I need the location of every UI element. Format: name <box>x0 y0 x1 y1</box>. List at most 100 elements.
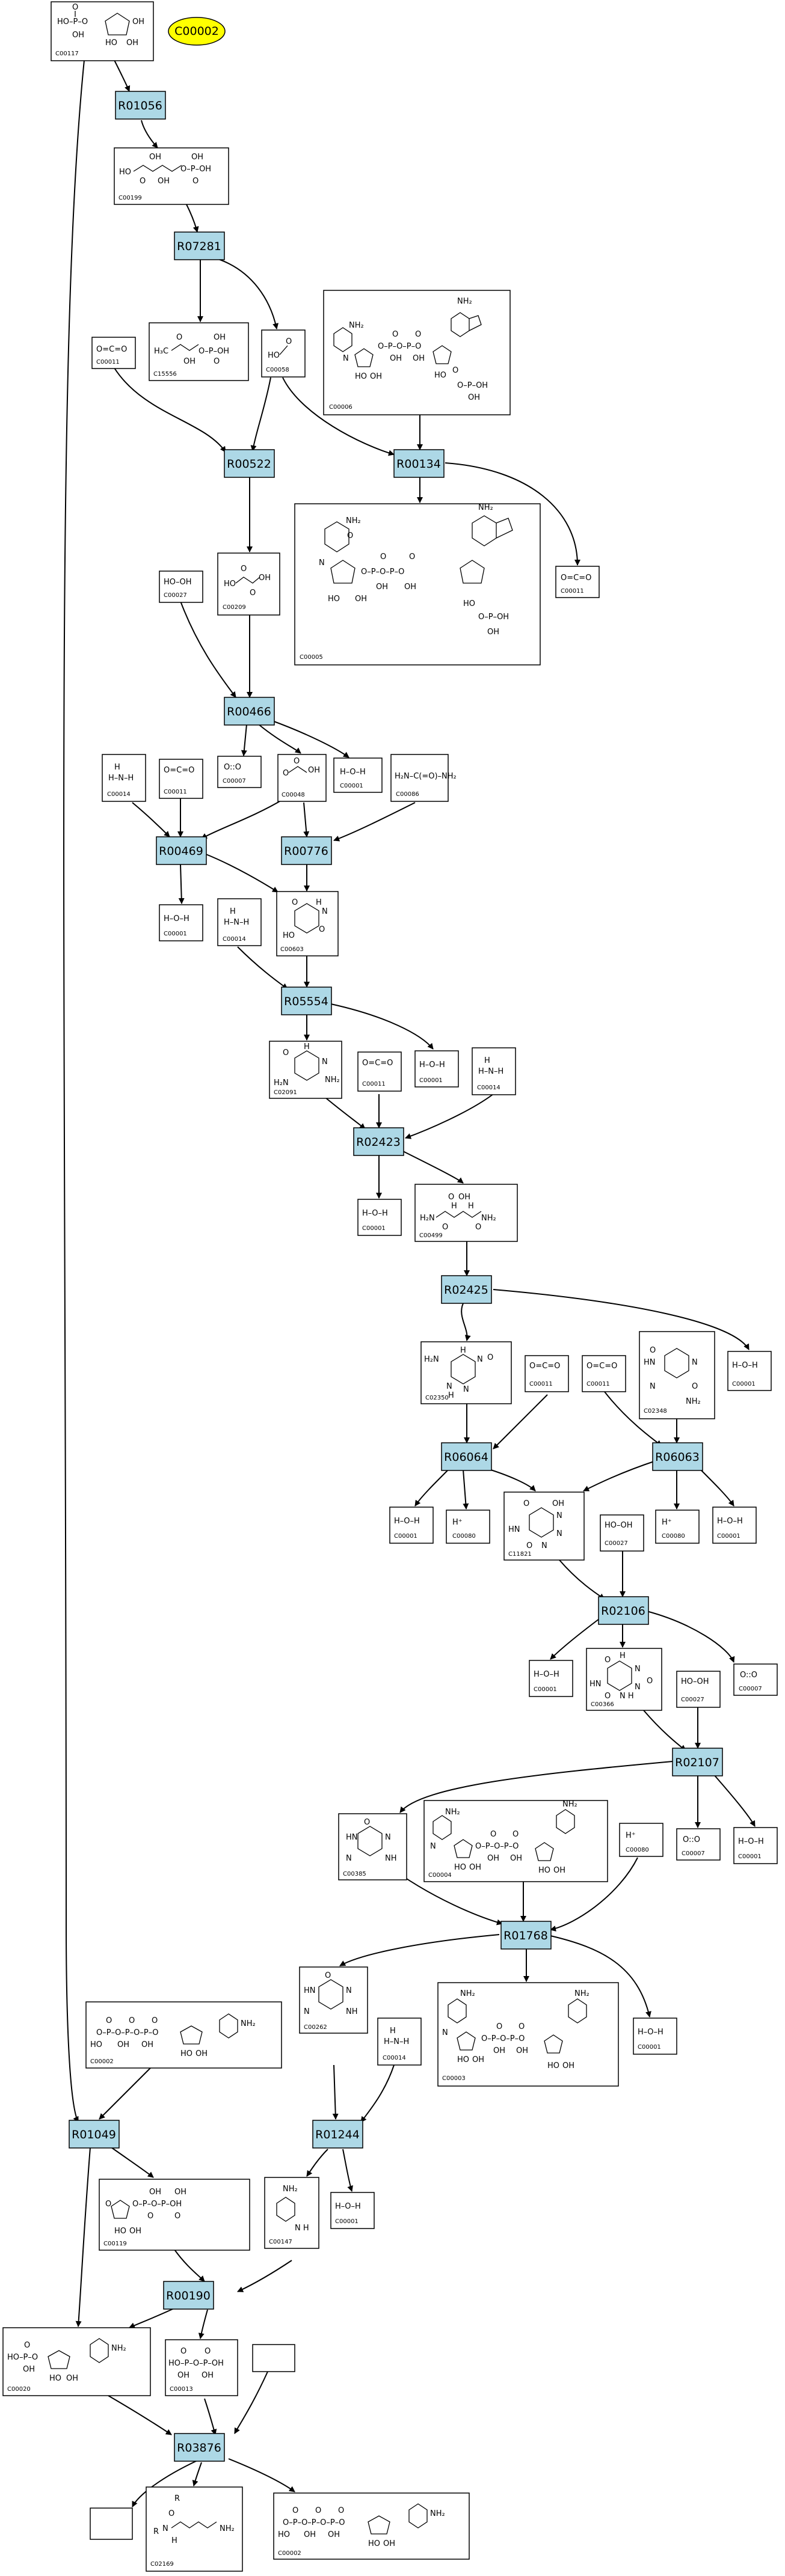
svg-text:H: H <box>171 2536 177 2545</box>
svg-text:OH: OH <box>304 2530 316 2539</box>
compound-id: C00001 <box>419 1077 443 1084</box>
reaction-node-r00776[interactable]: R00776 <box>281 836 332 865</box>
compound-node-c02091[interactable]: OH N H₂N NH₂ C02091 <box>269 1041 342 1099</box>
compound-node-empty[interactable] <box>252 2344 295 2372</box>
compound-node-c00058[interactable]: HO O C00058 <box>261 329 306 378</box>
compound-node-c00080[interactable]: H⁺ C00080 <box>655 1510 700 1544</box>
compound-node-c00011[interactable]: O=C=O C00011 <box>555 566 600 598</box>
compound-node-c00014[interactable]: H H–N–H C00014 <box>102 754 146 802</box>
compound-node-c00001[interactable]: H–O–H C00001 <box>414 1050 459 1088</box>
compound-id: C00004 <box>428 1872 452 1879</box>
reaction-node-r01768[interactable]: R01768 <box>500 1921 552 1950</box>
compound-node-c00080[interactable]: H⁺ C00080 <box>619 1823 663 1857</box>
compound-node-c00007[interactable]: O::O C00007 <box>676 1828 721 1861</box>
compound-node-c00001[interactable]: H–O–H C00001 <box>633 2018 677 2055</box>
compound-node-c00147[interactable]: NH₂ N H C00147 <box>264 2177 319 2249</box>
reaction-node-r01056[interactable]: R01056 <box>115 91 166 120</box>
svg-text:O: O <box>452 366 458 375</box>
reaction-node-r07281[interactable]: R07281 <box>174 231 225 260</box>
svg-text:NH₂: NH₂ <box>445 1808 460 1817</box>
reaction-node-r01049[interactable]: R01049 <box>69 2120 120 2149</box>
reaction-node-r00134[interactable]: R00134 <box>393 449 445 478</box>
reaction-node-r02425[interactable]: R02425 <box>441 1275 492 1304</box>
compound-node-c00014[interactable]: H H–N–H C00014 <box>377 2018 422 2066</box>
compound-node-c00007[interactable]: O::O C00007 <box>733 1663 778 1696</box>
compound-id: C02091 <box>274 1089 297 1096</box>
compound-node-c00001[interactable]: H–O–H C00001 <box>727 1351 772 1391</box>
compound-node-c00011[interactable]: O=C=O C00011 <box>357 1051 402 1092</box>
compound-node-c00011[interactable]: O=C=O C00011 <box>582 1355 626 1392</box>
compound-id: C00080 <box>626 1847 649 1853</box>
reaction-node-r02106[interactable]: R02106 <box>598 1596 649 1625</box>
svg-text:NH₂: NH₂ <box>325 1075 340 1085</box>
compound-node-c00001[interactable]: H–O–H C00001 <box>529 1660 573 1697</box>
compound-node-c00001[interactable]: H–O–H C00001 <box>159 904 203 941</box>
compound-node-c00014[interactable]: H H–N–H C00014 <box>217 898 262 946</box>
compound-node-c00011[interactable]: O=C=O C00011 <box>525 1355 569 1392</box>
compound-node-empty[interactable] <box>90 2507 133 2540</box>
compound-node-c00001[interactable]: H–O–H C00001 <box>712 1507 757 1544</box>
compound-node-c00199[interactable]: HO OH OH O O–P–OH OH O C00199 <box>114 147 229 205</box>
compound-node-c00209[interactable]: HO O O OH C00209 <box>217 552 280 616</box>
svg-text:H: H <box>468 1202 474 1211</box>
reaction-node-r00469[interactable]: R00469 <box>156 836 207 865</box>
svg-text:O: O <box>292 2506 298 2515</box>
compound-node-c00011[interactable]: O=C=O C00011 <box>159 759 203 799</box>
reaction-nodes: R01056 R07281 R00522 R00134 R00466 R0046… <box>69 91 723 2462</box>
compound-id: C00011 <box>164 789 187 795</box>
compound-node-c00001[interactable]: H–O–H C00001 <box>333 757 383 793</box>
svg-text:NH₂: NH₂ <box>478 503 493 512</box>
legend-compound[interactable]: C00002 <box>168 17 226 46</box>
compound-node-c00014[interactable]: H H–N–H C00014 <box>472 1047 516 1095</box>
hooh-structure: HO–OH <box>164 578 192 587</box>
compound-node-c00027[interactable]: HO–OH C00027 <box>600 1514 644 1552</box>
reaction-node-r06064[interactable]: R06064 <box>441 1442 492 1471</box>
compound-node-c00011[interactable]: O=C=O C00011 <box>91 337 136 369</box>
reaction-node-r05554[interactable]: R05554 <box>281 987 332 1015</box>
reaction-node-r00466[interactable]: R00466 <box>224 697 275 726</box>
compound-node-c00080[interactable]: H⁺ C00080 <box>446 1510 490 1544</box>
svg-text:O: O <box>319 925 325 934</box>
svg-text:O: O <box>409 552 415 561</box>
reaction-node-r06063[interactable]: R06063 <box>652 1442 703 1471</box>
svg-text:H: H <box>460 1346 466 1355</box>
reaction-node-r01244[interactable]: R01244 <box>312 2120 363 2149</box>
compound-node-c15556[interactable]: H₃C O OH O–P–OH OH O C15556 <box>149 322 249 381</box>
svg-text:O: O <box>523 1499 529 1508</box>
reaction-node-r00190[interactable]: R00190 <box>163 2281 214 2310</box>
compound-node-c00001[interactable]: H–O–H C00001 <box>733 1827 778 1864</box>
compound-node-c02348[interactable]: O HN N N O NH₂ C02348 <box>639 1331 715 1419</box>
compound-id: C00002 <box>90 2058 114 2065</box>
compound-node-c00001[interactable]: H–O–H C00001 <box>389 1507 434 1544</box>
compound-node-c00027[interactable]: HO–OH C00027 <box>159 571 203 603</box>
compound-node-c00027[interactable]: HO–OH C00027 <box>676 1671 721 1708</box>
compound-node-c00048[interactable]: O O OH C00048 <box>277 754 327 802</box>
compound-node-c00001[interactable]: H–O–H C00001 <box>330 2192 375 2229</box>
reaction-node-r00522[interactable]: R00522 <box>224 449 275 478</box>
compound-node-c00001[interactable]: H–O–H C00001 <box>357 1199 402 1236</box>
reaction-node-r03876[interactable]: R03876 <box>174 2433 225 2462</box>
reaction-node-r02423[interactable]: R02423 <box>353 1127 404 1156</box>
compound-id: C00011 <box>561 588 584 595</box>
reaction-node-r02107[interactable]: R02107 <box>672 1748 723 1776</box>
compound-node-c00007[interactable]: O::O C00007 <box>217 756 262 788</box>
compound-node-c00086[interactable]: H₂N–C(=O)–NH₂ C00086 <box>390 754 457 802</box>
